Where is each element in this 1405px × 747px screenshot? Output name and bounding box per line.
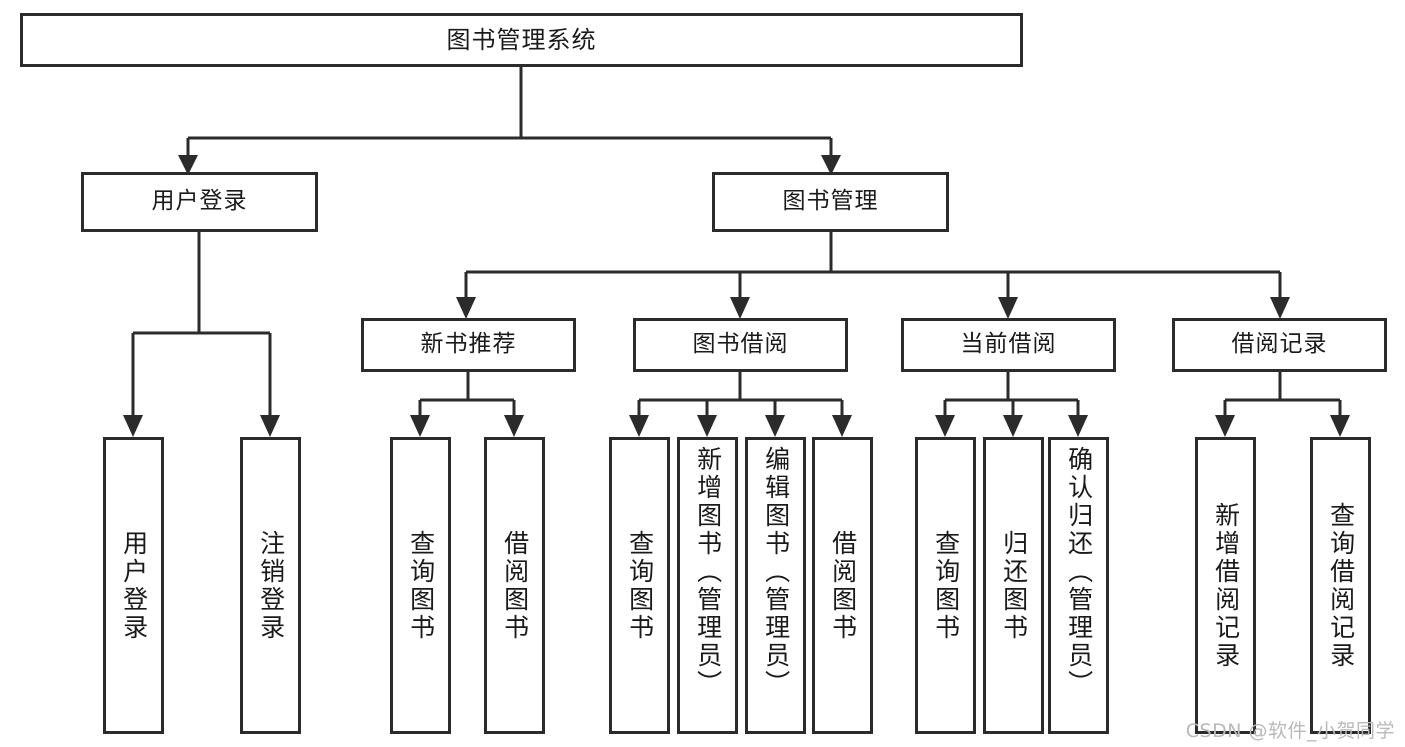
- node-label: 查询借阅记录: [1326, 501, 1356, 670]
- node-new-book-recommend[interactable]: 新书推荐: [361, 318, 576, 372]
- edge-root-to-level1: [178, 67, 841, 175]
- node-label: 借阅图书: [828, 529, 858, 642]
- node-user-login[interactable]: 用户登录: [81, 172, 318, 232]
- node-label: 归还图书: [999, 529, 1029, 642]
- node-label: 注销登录: [256, 529, 286, 642]
- node-label: 用户登录: [151, 188, 248, 215]
- watermark-text: CSDN @软件_小贺同学: [1185, 720, 1395, 742]
- node-label: 借阅记录: [1231, 331, 1328, 358]
- node-label: 新增图书（管理员）: [693, 446, 723, 698]
- node-leaf-borrow-books-newbook[interactable]: 借阅图书: [484, 437, 545, 734]
- node-book-management[interactable]: 图书管理: [712, 172, 949, 232]
- node-leaf-logout[interactable]: 注销登录: [240, 437, 301, 734]
- node-leaf-confirm-return-admin[interactable]: 确认归还（管理员）: [1048, 437, 1109, 734]
- node-leaf-borrow-books[interactable]: 借阅图书: [812, 437, 873, 734]
- node-borrow-records[interactable]: 借阅记录: [1172, 318, 1387, 372]
- node-leaf-add-book-admin[interactable]: 新增图书（管理员）: [677, 437, 738, 734]
- node-label: 编辑图书（管理员）: [761, 446, 791, 698]
- node-label: 查询图书: [406, 529, 436, 642]
- node-label: 用户登录: [119, 529, 149, 642]
- node-leaf-add-borrow-record[interactable]: 新增借阅记录: [1195, 437, 1256, 734]
- node-label: 图书管理: [782, 188, 879, 215]
- node-label: 查询图书: [931, 529, 961, 642]
- node-leaf-query-books-current[interactable]: 查询图书: [915, 437, 976, 734]
- node-label: 新增借阅记录: [1211, 501, 1241, 670]
- node-label: 新书推荐: [420, 331, 517, 358]
- node-leaf-user-login[interactable]: 用户登录: [103, 437, 164, 734]
- node-book-borrow[interactable]: 图书借阅: [633, 318, 848, 372]
- node-label: 图书借阅: [692, 331, 789, 358]
- node-leaf-query-books-newbook[interactable]: 查询图书: [390, 437, 451, 734]
- node-leaf-query-borrow-record[interactable]: 查询借阅记录: [1310, 437, 1371, 734]
- node-root-library-system[interactable]: 图书管理系统: [20, 13, 1023, 67]
- edge-login-to-children: [123, 232, 280, 437]
- node-label: 借阅图书: [500, 529, 530, 642]
- edge-current-to-children: [935, 372, 1088, 437]
- node-label: 当前借阅: [960, 331, 1057, 358]
- node-label: 图书管理系统: [446, 25, 597, 54]
- node-leaf-edit-book-admin[interactable]: 编辑图书（管理员）: [745, 437, 806, 734]
- edge-newbook-to-children: [410, 372, 524, 437]
- edge-bookmgmt-to-children: [456, 232, 1290, 319]
- node-label: 确认归还（管理员）: [1064, 446, 1094, 698]
- node-label: 查询图书: [625, 529, 655, 642]
- node-current-borrow[interactable]: 当前借阅: [901, 318, 1116, 372]
- edge-borrow-to-children: [629, 372, 852, 437]
- node-leaf-return-books[interactable]: 归还图书: [983, 437, 1044, 734]
- edge-records-to-children: [1215, 372, 1350, 437]
- node-leaf-query-books-borrow[interactable]: 查询图书: [609, 437, 670, 734]
